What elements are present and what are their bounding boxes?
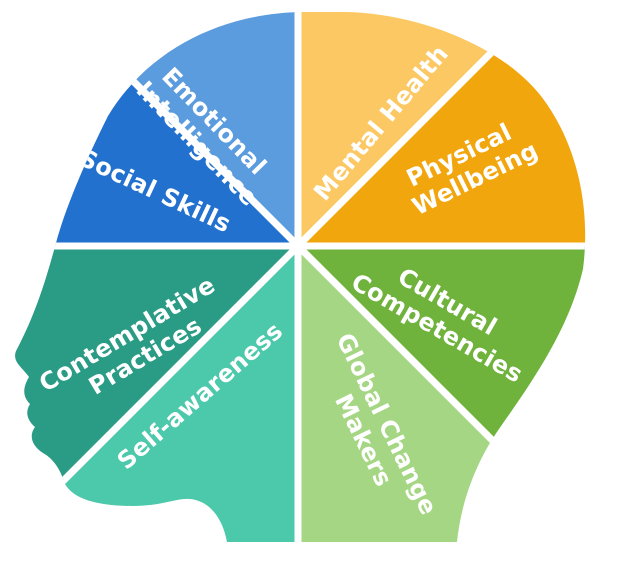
head-wheel-diagram: Emotional Intelligence Mental Health Phy… bbox=[15, 12, 586, 542]
diagram-canvas: Emotional Intelligence Mental Health Phy… bbox=[15, 12, 586, 542]
